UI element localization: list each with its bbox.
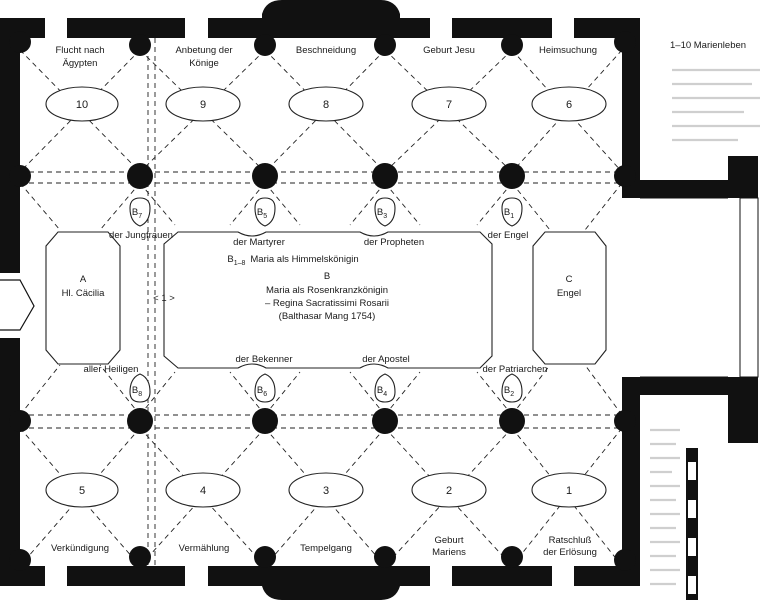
- field-b-line-3: (Balthasar Mang 1754): [279, 311, 376, 322]
- small-field-b2-label: der Patriarchen: [483, 364, 548, 375]
- scene-3-label: Tempelgang: [300, 543, 352, 554]
- scene-10-number: 10: [76, 99, 88, 111]
- scene-10-label-1: Flucht nach: [55, 45, 104, 56]
- scene-2-number: 2: [446, 485, 452, 497]
- field-b-letter: B: [324, 271, 330, 282]
- small-field-b7-label: der Jungfrauen: [109, 230, 173, 241]
- small-field-b5-label: der Martyrer: [233, 237, 285, 248]
- small-fields: B7 der Jungfrauen B5 der Martyrer B3 der…: [84, 197, 548, 403]
- small-field-b3-label: der Propheten: [364, 237, 424, 248]
- scene-4-number: 4: [200, 485, 206, 497]
- scene-9-label-1: Anbetung der: [175, 45, 232, 56]
- scene-9-label-2: Könige: [189, 58, 219, 69]
- scene-7-number: 7: [446, 99, 452, 111]
- scene-2-label-2: Mariens: [432, 547, 466, 558]
- pillars: [9, 31, 636, 571]
- small-field-b6: B6: [257, 385, 267, 398]
- scene-7-label: Geburt Jesu: [423, 45, 475, 56]
- scene-6-label: Heimsuchung: [539, 45, 597, 56]
- scene-labels: Flucht nach Ägypten Anbetung der Könige …: [51, 45, 597, 558]
- legend-caption: 1–10 Marienleben: [670, 40, 747, 51]
- field-c-label: Engel: [557, 288, 581, 299]
- scene-1-label-1: Ratschluß: [549, 535, 592, 546]
- scene-6-number: 6: [566, 99, 572, 111]
- small-field-b5: B5: [257, 207, 267, 220]
- field-c-letter: C: [566, 274, 573, 285]
- scene-5-label: Verkündigung: [51, 543, 109, 554]
- scene-8-number: 8: [323, 99, 329, 111]
- scene-2-label-1: Geburt: [434, 535, 463, 546]
- scene-3-number: 3: [323, 485, 329, 497]
- field-a-label: Hl. Cäcilia: [62, 288, 105, 299]
- field-b-line-1: Maria als Rosenkranzkönigin: [266, 285, 388, 296]
- small-field-b7: B7: [132, 207, 142, 220]
- small-field-b4: B4: [377, 385, 387, 398]
- position-marker: < 1 >: [153, 293, 175, 304]
- small-field-b8-label: aller Heiligen: [84, 364, 139, 375]
- field-c: C Engel: [532, 231, 607, 365]
- small-field-b8: B8: [132, 385, 142, 398]
- field-a: A Hl. Cäcilia: [45, 231, 121, 365]
- scene-1-label-2: der Erlösung: [543, 547, 597, 558]
- small-field-b4-label: der Apostel: [362, 354, 410, 365]
- small-field-b1: B1: [504, 207, 514, 220]
- field-b-line-2: – Regina Sacratissimi Rosarii: [265, 298, 389, 309]
- scene-ovals: 10 9 8 7 6 5 4 3 2 1: [45, 86, 607, 508]
- small-field-b6-label: der Bekenner: [235, 354, 292, 365]
- scene-1-number: 1: [566, 485, 572, 497]
- small-field-b1-label: der Engel: [488, 230, 529, 241]
- scene-10-label-2: Ägypten: [63, 58, 98, 69]
- adjacent-page-text: [650, 68, 760, 586]
- scene-4-label: Vermählung: [179, 543, 230, 554]
- scene-5-number: 5: [79, 485, 85, 497]
- small-field-b2: B2: [504, 385, 514, 398]
- small-field-b3: B3: [377, 207, 387, 220]
- field-a-letter: A: [80, 274, 87, 285]
- scene-9-number: 9: [200, 99, 206, 111]
- scene-8-label: Beschneidung: [296, 45, 356, 56]
